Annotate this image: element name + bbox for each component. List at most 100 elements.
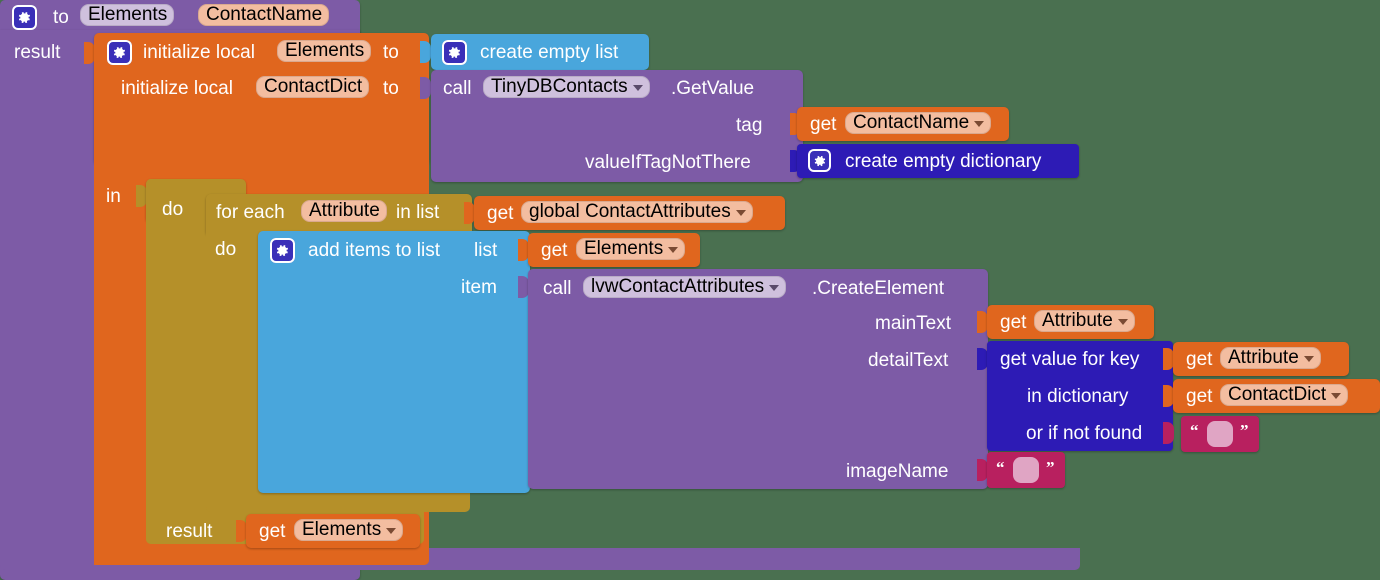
procedure-parameter-text: ContactName xyxy=(206,4,323,25)
get-attribute-key-text: Attribute xyxy=(1228,347,1299,368)
get-elements-result-field[interactable]: Elements xyxy=(294,519,404,541)
get-contactname-text: ContactName xyxy=(853,112,970,133)
procedure-result-socket xyxy=(84,42,95,64)
create-empty-dictionary-block[interactable] xyxy=(797,144,1079,178)
do-label-outer: do xyxy=(162,199,184,220)
get-attribute-key-field[interactable]: Attribute xyxy=(1220,347,1321,369)
chevron-down-icon[interactable] xyxy=(386,527,397,534)
gear-icon[interactable] xyxy=(270,238,295,263)
for-each-keyword: for each xyxy=(216,202,285,223)
dict-dictionary-socket xyxy=(1163,385,1174,407)
get-contactdict-keyword: get xyxy=(1186,386,1213,407)
tinydb-valueiftagnotthere-socket xyxy=(790,150,801,172)
get-value-for-key-label: get value for key xyxy=(1000,349,1140,370)
for-each-variable-field[interactable]: Attribute xyxy=(301,200,387,222)
listview-arg-detailtext-label: detailText xyxy=(868,350,949,371)
tinydb-call-label: call xyxy=(443,78,472,99)
procedure-parameter-field[interactable]: ContactName xyxy=(198,4,330,26)
close-quote-glyph: ” xyxy=(1046,458,1055,477)
tinydb-tag-socket xyxy=(790,113,801,135)
listview-component-field[interactable]: lvwContactAttributes xyxy=(583,276,787,298)
get-attribute-key-keyword: get xyxy=(1186,349,1213,370)
procedure-result-label: result xyxy=(14,42,61,63)
tinydb-method-label: .GetValue xyxy=(671,78,755,99)
get-contactdict-text: ContactDict xyxy=(1228,384,1327,405)
init-local-elements-block[interactable] xyxy=(94,33,429,165)
get-contactname-field[interactable]: ContactName xyxy=(845,112,992,134)
get-elements-field-loop[interactable]: Elements xyxy=(576,238,686,260)
init-contactdict-value-socket xyxy=(420,77,431,99)
get-elements-text-loop: Elements xyxy=(584,238,664,259)
for-each-left-spine xyxy=(206,194,262,492)
open-quote-glyph: “ xyxy=(996,458,1005,477)
procedure-to-label: to xyxy=(53,7,69,28)
get-attribute-maintext-keyword: get xyxy=(1000,312,1027,333)
call-lvwcontactattributes-createelement-block[interactable] xyxy=(528,269,988,489)
listview-method-label: .CreateElement xyxy=(812,278,945,299)
listview-maintext-socket xyxy=(977,311,988,333)
init-local-elements-keyword: initialize local xyxy=(143,42,255,63)
chevron-down-icon[interactable] xyxy=(769,284,780,291)
add-items-to-list-keyword: add items to list xyxy=(308,240,440,261)
listview-arg-maintext-label: mainText xyxy=(875,313,952,334)
init-local-elements-name-field[interactable]: Elements xyxy=(277,40,372,62)
init-local-in-socket xyxy=(136,185,147,207)
procedure-result-value-socket xyxy=(236,520,247,542)
procedure-result-bottom-label: result xyxy=(166,521,213,542)
tinydb-component-field[interactable]: TinyDBContacts xyxy=(483,76,650,98)
get-attribute-maintext-text: Attribute xyxy=(1042,310,1113,331)
get-attribute-maintext-field[interactable]: Attribute xyxy=(1034,310,1135,332)
open-quote-glyph: “ xyxy=(1190,421,1199,440)
do-wrapper-left-spine xyxy=(146,179,206,544)
chevron-down-icon[interactable] xyxy=(974,120,985,127)
for-each-list-socket xyxy=(464,202,475,224)
chevron-down-icon[interactable] xyxy=(1303,355,1314,362)
listview-imagename-socket xyxy=(977,459,988,481)
tinydb-component-text: TinyDBContacts xyxy=(491,76,628,97)
chevron-down-icon[interactable] xyxy=(668,246,679,253)
gear-icon[interactable] xyxy=(442,40,467,65)
gear-icon[interactable] xyxy=(12,5,37,30)
chevron-down-icon[interactable] xyxy=(1117,318,1128,325)
add-items-item-socket xyxy=(518,276,529,298)
tinydb-arg-tag-label: tag xyxy=(736,115,763,136)
procedure-name-field[interactable]: Elements xyxy=(80,4,175,26)
procedure-name-text: Elements xyxy=(88,4,168,25)
get-global-contactattributes-keyword: get xyxy=(487,203,514,224)
get-contactdict-field[interactable]: ContactDict xyxy=(1220,384,1349,406)
close-quote-glyph: ” xyxy=(1240,421,1249,440)
listview-call-label: call xyxy=(543,278,572,299)
chevron-down-icon[interactable] xyxy=(632,84,643,91)
add-items-to-list-block[interactable] xyxy=(258,231,530,493)
or-if-not-found-label: or if not found xyxy=(1026,423,1143,444)
init-local-contactdict-name-field[interactable]: ContactDict xyxy=(256,76,370,98)
chevron-down-icon[interactable] xyxy=(735,209,746,216)
init-elements-value-socket xyxy=(420,41,431,63)
in-dictionary-label: in dictionary xyxy=(1027,386,1129,407)
init-local-contactdict-keyword: initialize local xyxy=(121,78,233,99)
create-empty-list-block[interactable] xyxy=(431,34,649,70)
text-input-notfound[interactable] xyxy=(1207,421,1233,447)
get-elements-result-keyword: get xyxy=(259,521,286,542)
listview-component-text: lvwContactAttributes xyxy=(591,276,765,297)
text-input-imagename[interactable] xyxy=(1013,457,1039,483)
get-global-contactattributes-field[interactable]: global ContactAttributes xyxy=(521,201,753,223)
add-items-list-socket xyxy=(518,239,529,261)
get-value-for-key-block[interactable] xyxy=(987,341,1173,451)
create-empty-dictionary-label: create empty dictionary xyxy=(845,151,1042,172)
tinydb-arg-valueiftagnotthere-label: valueIfTagNotThere xyxy=(585,152,751,173)
chevron-down-icon[interactable] xyxy=(1331,392,1342,399)
create-empty-list-label: create empty list xyxy=(480,42,619,63)
gear-icon[interactable] xyxy=(107,40,132,65)
listview-detailtext-socket xyxy=(977,348,988,370)
dict-key-socket xyxy=(1163,348,1174,370)
get-global-contactattributes-text: global ContactAttributes xyxy=(529,201,731,222)
get-elements-result-text: Elements xyxy=(302,519,382,540)
gear-icon[interactable] xyxy=(808,149,831,172)
listview-arg-imagename-label: imageName xyxy=(846,461,949,482)
get-contactname-keyword: get xyxy=(810,114,837,135)
get-elements-keyword-loop: get xyxy=(541,240,568,261)
add-items-item-arg-label: item xyxy=(461,277,497,298)
init-local-elements-name-text: Elements xyxy=(285,40,365,61)
